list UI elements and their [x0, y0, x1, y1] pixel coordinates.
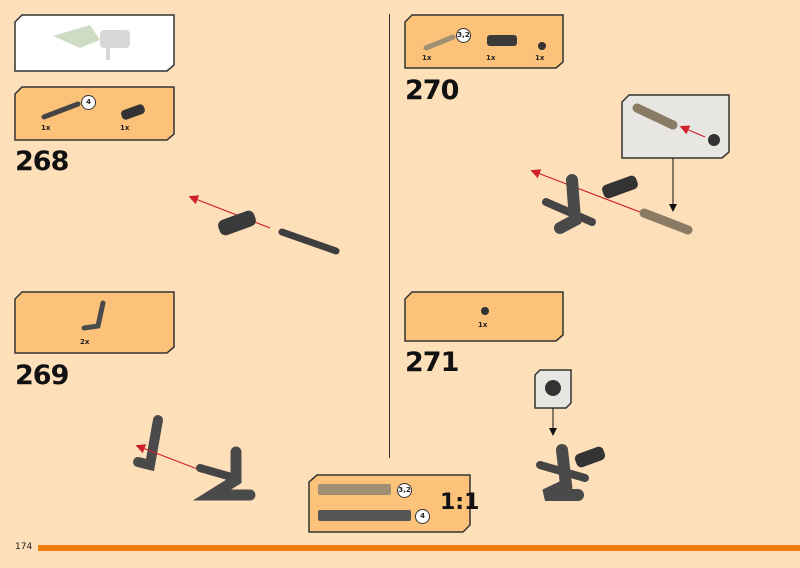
page-number: 174 [15, 542, 33, 552]
axle-length-badge: 3,2 [397, 483, 412, 498]
footer-bar [38, 545, 800, 551]
step-270-parts-box [404, 14, 564, 69]
step-270-assembly [530, 169, 693, 235]
step-number: 270 [405, 75, 459, 106]
step-269-parts-box [14, 291, 175, 354]
step-270-callout-box [621, 94, 730, 212]
scale-ratio: 1:1 [440, 490, 480, 515]
column-divider [389, 14, 390, 458]
part-quantity: 2x [80, 338, 90, 346]
subassembly-preview-box [14, 14, 175, 72]
step-number: 271 [405, 347, 459, 378]
part-quantity: 1x [478, 321, 488, 329]
step-269-assembly [133, 415, 256, 501]
part-quantity: 1x [486, 54, 496, 62]
step-268-assembly [188, 195, 340, 255]
part-quantity: 1x [422, 54, 432, 62]
part-quantity: 1x [535, 54, 545, 62]
part-quantity: 1x [41, 124, 51, 132]
part-quantity: 1x [120, 124, 130, 132]
step-271-parts-box [404, 291, 564, 342]
axle-length-badge: 4 [415, 509, 430, 524]
step-271-assembly [534, 369, 606, 501]
step-268-parts-box [14, 86, 175, 141]
step-number: 268 [15, 146, 69, 177]
part-length-badge: 3,2 [456, 28, 471, 43]
part-length-badge: 4 [81, 95, 96, 110]
step-number: 269 [15, 360, 69, 391]
